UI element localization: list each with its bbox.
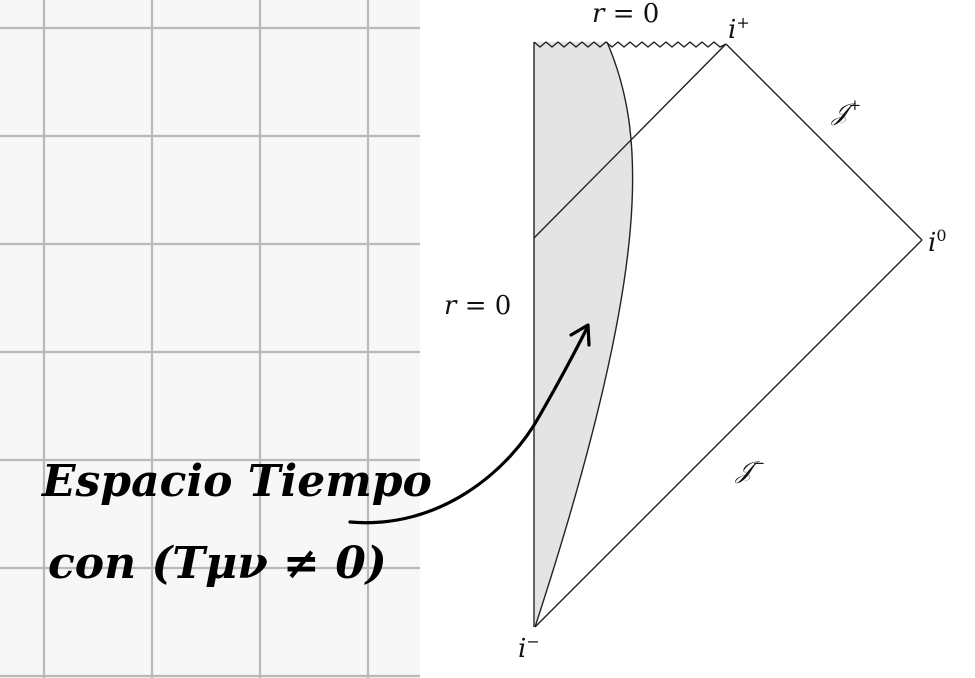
label-r-zero-top: r = 0 [592, 0, 659, 29]
grid-paper-background [0, 0, 420, 678]
grid-lines [0, 0, 420, 678]
label-r-zero-left: r = 0 [444, 291, 511, 321]
label-i-plus: i+ [728, 13, 750, 45]
label-scri-plus: 𝒥+ [831, 96, 861, 126]
handwritten-line-2: con (Tμν ≠ 0) [48, 538, 387, 589]
singularity-zigzag [533, 41, 727, 48]
label-i-minus: i− [518, 632, 540, 664]
arrow-head-icon [569, 323, 591, 347]
handwritten-annotation: Espacio Tiempo con (Tμν ≠ 0) [40, 323, 591, 589]
grid-paper-panel [0, 0, 420, 678]
matter-boundary-curve [534, 41, 634, 628]
label-scri-minus: 𝒥− [735, 454, 765, 484]
event-horizon-line [533, 43, 727, 239]
past-null-infinity-line [534, 239, 923, 628]
label-i-zero: i0 [928, 226, 947, 258]
penrose-diagram-lines [533, 41, 923, 628]
handwritten-arrow [348, 326, 589, 525]
future-null-infinity-line [725, 43, 923, 241]
handwritten-line-1: Espacio Tiempo [40, 456, 432, 507]
